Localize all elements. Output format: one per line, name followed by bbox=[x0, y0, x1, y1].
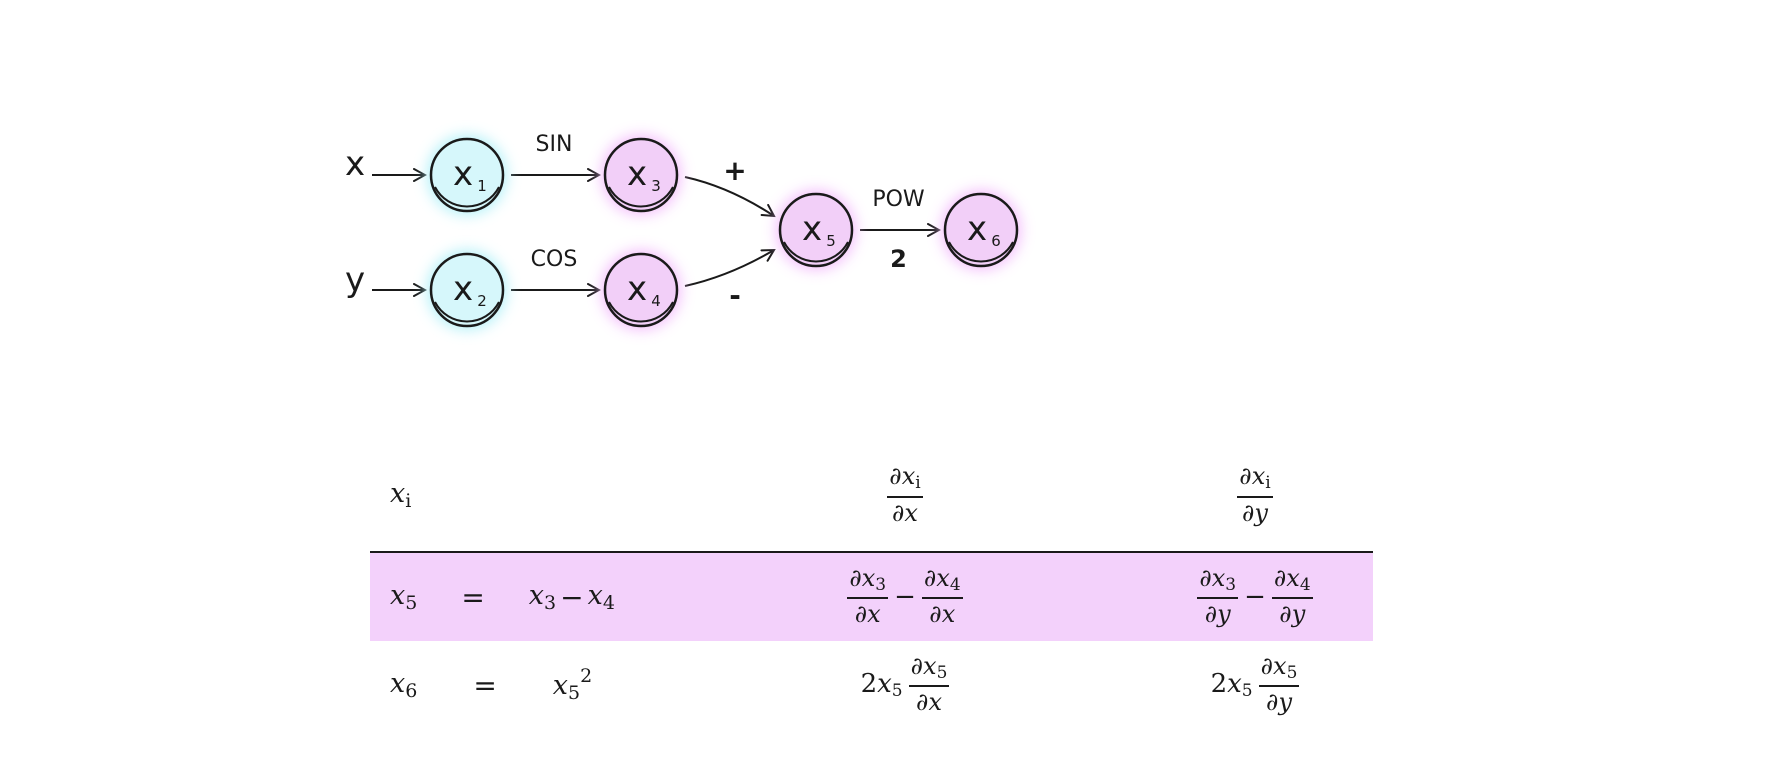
table-header-row: xi ∂xi ∂x ∂xi ∂y bbox=[370, 440, 1373, 553]
input-label-y: y bbox=[345, 260, 365, 300]
node-subscript: 3 bbox=[651, 177, 661, 195]
node-subscript: 4 bbox=[651, 292, 661, 310]
header-variable: xi bbox=[390, 478, 412, 512]
input-label-x: x bbox=[345, 144, 365, 184]
node-subscript: 2 bbox=[477, 292, 487, 310]
edge-label-x2-x4: COS bbox=[531, 247, 578, 272]
node-subscript: 1 bbox=[477, 177, 487, 195]
graph-labels: x y SIN COS + - POW 2 bbox=[345, 132, 925, 312]
node-shadow-stroke bbox=[434, 301, 500, 323]
row-x5-partial-wrt-y: ∂x3 ∂y − ∂x4 ∂y bbox=[1197, 563, 1313, 629]
edge-x4-x5 bbox=[684, 250, 774, 287]
node-circle bbox=[603, 252, 679, 328]
table-row-x6: x6 = x52 2x5 ∂x5 ∂x 2x5 ∂x5 ∂y bbox=[370, 641, 1373, 729]
node-variable: x bbox=[453, 269, 473, 309]
derivative-table: xi ∂xi ∂x ∂xi ∂y x5 = x3 − x4 ∂x3 ∂x bbox=[370, 440, 1373, 729]
node-circle bbox=[429, 252, 505, 328]
edge-sublabel-x5-x6: 2 bbox=[890, 245, 907, 273]
node-variable: x bbox=[627, 269, 647, 309]
row-x6-partial-wrt-y: 2x5 ∂x5 ∂y bbox=[1210, 651, 1300, 717]
node-variable: x bbox=[627, 154, 647, 194]
node-shadow-stroke bbox=[948, 241, 1014, 263]
edge-x3-x5 bbox=[684, 176, 774, 216]
node-shadow-stroke bbox=[783, 241, 849, 263]
node-shadow-stroke bbox=[608, 301, 674, 323]
node-circle bbox=[429, 137, 505, 213]
row-x6-partial-wrt-x: 2x5 ∂x5 ∂x bbox=[860, 651, 950, 717]
graph-edges bbox=[372, 175, 939, 290]
edge-label-x3-x5: + bbox=[723, 154, 746, 187]
node-variable: x bbox=[802, 209, 822, 249]
node-circle bbox=[778, 192, 854, 268]
node-variable: x bbox=[453, 154, 473, 194]
node-circle bbox=[943, 192, 1019, 268]
node-variable: x bbox=[967, 209, 987, 249]
node-circle bbox=[603, 137, 679, 213]
row-x5-partial-wrt-x: ∂x3 ∂x − ∂x4 ∂x bbox=[847, 563, 963, 629]
edge-label-x4-x5: - bbox=[729, 279, 741, 312]
table-row-x5: x5 = x3 − x4 ∂x3 ∂x − ∂x4 ∂x ∂x3 ∂y − ∂ bbox=[370, 553, 1373, 641]
node-subscript: 5 bbox=[826, 232, 836, 250]
node-subscript: 6 bbox=[991, 232, 1001, 250]
row-x6-definition: x6 = x52 bbox=[390, 665, 593, 704]
node-shadow-stroke bbox=[434, 186, 500, 208]
edge-label-x1-x3: SIN bbox=[536, 132, 573, 157]
row-x5-definition: x5 = x3 − x4 bbox=[390, 579, 615, 614]
header-partial-wrt-y: ∂xi ∂y bbox=[1237, 462, 1273, 527]
edge-label-x5-x6: POW bbox=[872, 187, 925, 212]
header-partial-wrt-x: ∂xi ∂x bbox=[887, 462, 923, 527]
node-shadow-stroke bbox=[608, 186, 674, 208]
